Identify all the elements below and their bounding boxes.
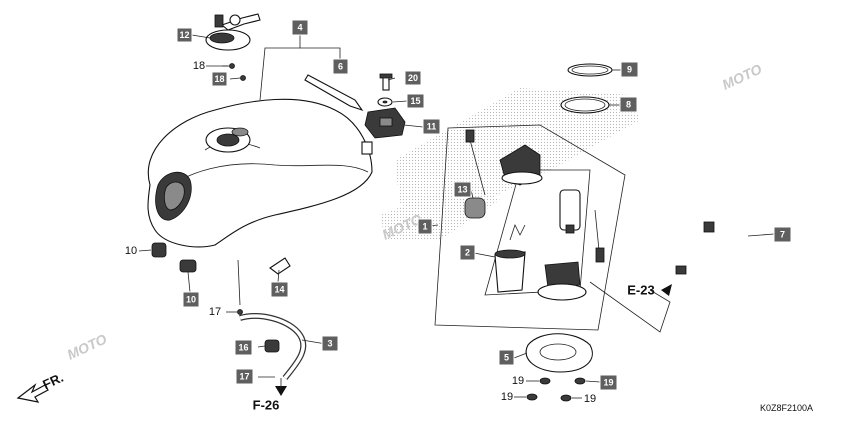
svg-text:1: 1 [422,222,427,232]
fuel-cap-assembly [205,13,261,51]
front-label: FR. [40,370,65,392]
leader-lines [138,34,775,399]
fuel-tank [147,98,373,248]
pump-strainer [494,249,526,293]
svg-text:2: 2 [465,248,470,258]
clip-17a [237,309,243,315]
callout-12: 12 [176,27,193,43]
fuel-pump-assembly-frame [434,124,626,331]
bolt-20 [379,73,393,91]
svg-text:5: 5 [504,353,509,363]
callout-7: 7 [773,226,792,243]
watermark-bottom-left: MOTO [65,331,110,363]
callout-20: 20 [404,70,422,86]
svg-text:19: 19 [603,378,613,388]
e23-arrow [661,284,672,296]
svg-text:17: 17 [239,372,249,382]
spring-wire [509,223,526,241]
callout-3: 3 [321,335,339,352]
front-direction-arrow: FR. [16,370,66,403]
diagram-code: K0Z8F2100A [760,403,813,413]
pump-base [537,261,587,301]
callout-18a: 18 [193,60,205,72]
nut-19d [560,394,572,402]
svg-text:11: 11 [427,122,437,132]
callout-17a: 17 [209,306,221,318]
callout-19b: 19 [599,374,618,391]
f26-arrow [275,386,287,396]
bolt-18b [240,75,246,81]
svg-text:16: 16 [238,343,248,353]
svg-text:12: 12 [179,30,189,40]
nut-19b [574,377,586,385]
nut-19a [539,377,551,385]
callout-9: 9 [620,61,639,78]
filter-13 [464,197,486,219]
callout-17b: 17 [235,368,254,385]
washer-15 [377,97,393,107]
callout-10a: 10 [125,245,137,257]
svg-text:8: 8 [626,100,631,110]
callout-8: 8 [619,96,638,113]
callout-6: 6 [332,58,349,75]
clip-14 [269,257,291,275]
svg-text:6: 6 [338,62,343,72]
callout-1: 1 [417,218,433,235]
breather-hose-3 [239,313,307,380]
callout-5: 5 [498,349,515,366]
svg-text:MOTO: MOTO [65,331,110,363]
svg-text:4: 4 [297,23,302,33]
float-arm [465,129,486,196]
svg-text:3: 3 [327,339,332,349]
fuel-hose-7 [675,221,754,275]
callout-11: 11 [422,118,441,135]
svg-text:13: 13 [457,185,467,195]
svg-text:15: 15 [410,96,420,106]
callout-19a: 19 [512,375,524,387]
fuel-pump-top [499,144,543,186]
bracket-11 [364,107,406,139]
nut-19c [526,393,538,401]
clamp-16 [264,339,280,353]
strip-6 [304,74,364,112]
svg-text:14: 14 [274,285,284,295]
pump-motor [559,189,581,234]
watermark-top-right: MOTO [720,61,765,93]
gasket-10a [151,242,167,258]
reference-f26: F-26 [253,398,280,413]
callout-10b: 10 [182,291,200,308]
callout-2: 2 [459,244,476,261]
svg-text:20: 20 [408,73,418,83]
callout-18b: 18 [211,71,228,87]
callout-15: 15 [406,93,425,109]
svg-text:7: 7 [780,230,785,240]
seal-ring-9 [567,63,613,77]
svg-text:9: 9 [627,65,632,75]
svg-text:MOTO: MOTO [720,61,765,93]
svg-text:10: 10 [186,295,196,305]
callout-13: 13 [453,181,472,198]
sender-arm [594,209,605,263]
callout-16: 16 [234,339,253,356]
gasket-10b [179,259,197,273]
svg-text:18: 18 [214,74,224,84]
callout-14: 14 [270,281,289,298]
callout-19c: 19 [501,391,513,403]
callout-4: 4 [291,19,309,36]
seal-ring-8 [560,96,610,114]
reference-e23: E-23 [627,283,654,298]
set-plate-5 [525,333,593,373]
callout-19d: 19 [584,393,596,405]
